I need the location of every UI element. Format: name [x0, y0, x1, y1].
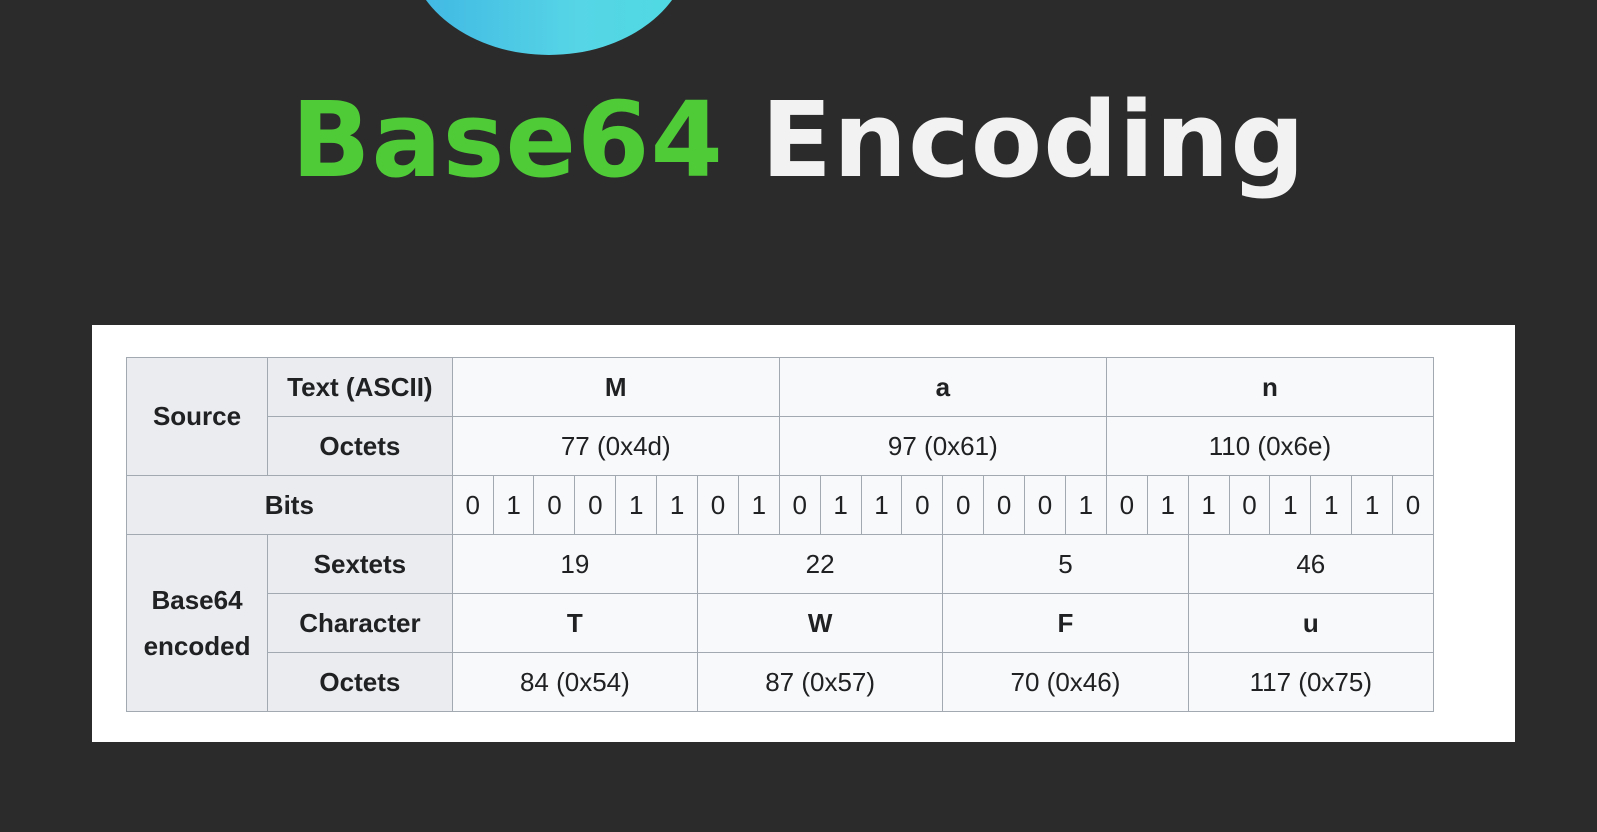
bit-cell: 1 — [1269, 475, 1312, 535]
bit-cell: 1 — [860, 475, 903, 535]
bit-cell: 0 — [696, 475, 739, 535]
encoded-octet-cell: 70 (0x46) — [942, 652, 1189, 712]
bit-cell: 1 — [1351, 475, 1393, 535]
row-character: Character T W F u — [127, 593, 1435, 653]
character-cell: u — [1187, 593, 1435, 653]
row-bits: Bits 0 1 0 0 1 1 0 1 0 1 1 0 0 0 0 1 0 1… — [126, 475, 1434, 535]
source-header: Source — [125, 357, 269, 476]
ascii-char-cell: n — [1105, 357, 1435, 417]
bit-cell: 0 — [574, 475, 617, 535]
text-ascii-header: Text (ASCII) — [267, 357, 453, 417]
character-header: Character — [267, 593, 453, 653]
row-sextets: Base64 encoded Sextets 19 22 5 46 — [125, 534, 1435, 712]
bit-cell: 0 — [1228, 475, 1271, 535]
character-cell: F — [942, 593, 1189, 653]
bit-cell: 1 — [1064, 475, 1107, 535]
bit-cell: 1 — [1187, 475, 1230, 535]
bit-cell: 1 — [819, 475, 862, 535]
bit-cell: 1 — [1146, 475, 1189, 535]
encoded-octet-cell: 87 (0x57) — [696, 652, 944, 712]
base64-encoded-header: Base64 encoded — [125, 534, 269, 712]
page-title: Base64 Encoding — [0, 78, 1597, 202]
source-octet-cell: 110 (0x6e) — [1105, 416, 1435, 476]
ascii-char-cell: a — [778, 357, 1107, 417]
title-encoding: Encoding — [761, 79, 1306, 201]
bit-cell: 0 — [533, 475, 576, 535]
bit-cell: 0 — [1392, 475, 1434, 535]
bit-cell: 0 — [942, 475, 985, 535]
character-cell: T — [451, 593, 698, 653]
title-base64: Base64 — [291, 79, 724, 201]
encoded-octet-cell: 117 (0x75) — [1187, 652, 1435, 712]
encoded-octet-cell: 84 (0x54) — [451, 652, 698, 712]
bit-cell: 1 — [656, 475, 698, 535]
table-panel: Source Text (ASCII) M a n Octets 77 (0x4… — [92, 325, 1515, 742]
bit-cell: 1 — [615, 475, 658, 535]
sextet-cell: 22 — [696, 534, 944, 594]
sextet-cell: 46 — [1187, 534, 1435, 594]
bit-cell: 0 — [778, 475, 821, 535]
source-octet-cell: 77 (0x4d) — [451, 416, 780, 476]
row-source-octets: Octets 77 (0x4d) 97 (0x61) 110 (0x6e) — [127, 416, 1435, 476]
octets-header: Octets — [267, 416, 453, 476]
bit-cell: 0 — [1105, 475, 1148, 535]
bit-cell: 1 — [492, 475, 535, 535]
bit-cell: 1 — [737, 475, 780, 535]
row-text-ascii: Source Text (ASCII) M a n — [125, 357, 1435, 476]
base64-table: Source Text (ASCII) M a n Octets 77 (0x4… — [125, 357, 1435, 712]
decorative-blob — [408, 0, 690, 55]
bit-cell: 0 — [901, 475, 944, 535]
bit-cell: 0 — [1024, 475, 1066, 535]
ascii-char-cell: M — [451, 357, 780, 417]
bits-header: Bits — [126, 475, 453, 535]
encoded-label: encoded — [143, 631, 251, 661]
sextet-cell: 19 — [451, 534, 698, 594]
encoded-octets-header: Octets — [267, 652, 453, 712]
base64-label: Base64 — [151, 585, 243, 615]
row-encoded-octets: Octets 84 (0x54) 87 (0x57) 70 (0x46) 117… — [127, 652, 1435, 712]
sextet-cell: 5 — [942, 534, 1189, 594]
bit-cell: 0 — [983, 475, 1026, 535]
bit-cell: 0 — [451, 475, 494, 535]
bit-cell: 1 — [1310, 475, 1353, 535]
character-cell: W — [696, 593, 944, 653]
source-octet-cell: 97 (0x61) — [778, 416, 1107, 476]
sextets-header: Sextets — [267, 534, 453, 594]
